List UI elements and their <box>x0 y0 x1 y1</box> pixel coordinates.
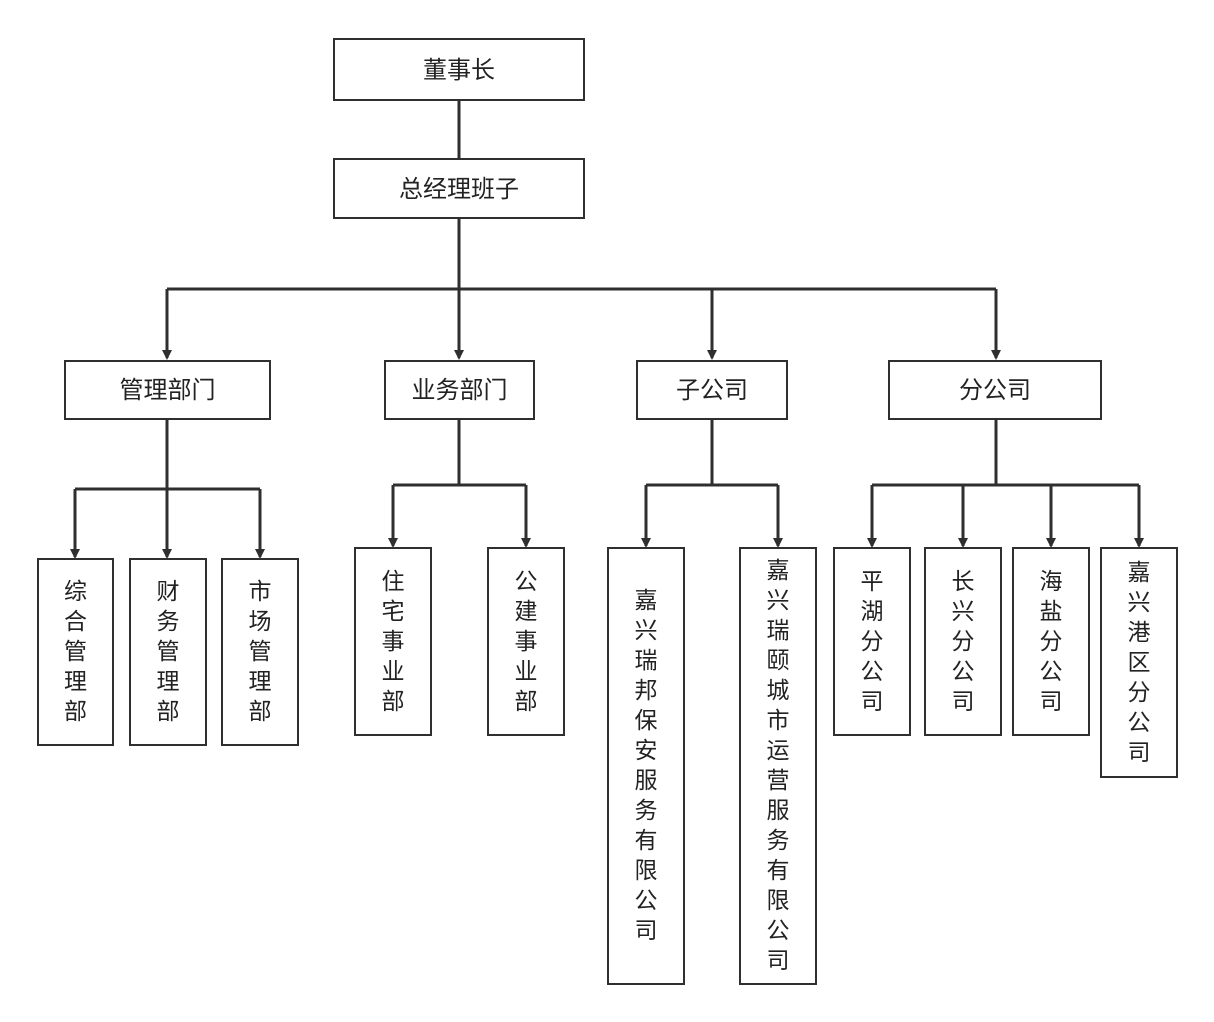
unit-box-finance-management: 财务管理部 <box>129 558 207 746</box>
unit-label-finance-management: 财务管理部 <box>156 579 180 725</box>
branch-box-branch-offices: 分公司 <box>888 360 1102 420</box>
branch-box-subsidiaries: 子公司 <box>636 360 788 420</box>
unit-box-public-building-division: 公建事业部 <box>487 547 565 736</box>
unit-label-ruiyi-city-operations: 嘉兴瑞颐城市运营服务有限公司 <box>766 558 790 974</box>
chairman-label: 董事长 <box>423 55 495 84</box>
branch-box-admin-departments: 管理部门 <box>64 360 271 420</box>
unit-box-jiaxing-port-branch: 嘉兴港区分公司 <box>1100 547 1178 778</box>
unit-label-public-building-division: 公建事业部 <box>514 568 538 715</box>
management-team-box: 总经理班子 <box>333 158 585 219</box>
branch-label-admin-departments: 管理部门 <box>119 376 216 404</box>
branch-label-branch-offices: 分公司 <box>959 376 1031 404</box>
unit-label-jiaxing-port-branch: 嘉兴港区分公司 <box>1127 559 1151 766</box>
unit-box-changxing-branch: 长兴分公司 <box>924 547 1002 736</box>
branch-box-business-departments: 业务部门 <box>384 360 535 420</box>
branch-label-business-departments: 业务部门 <box>411 376 508 404</box>
unit-label-residential-division: 住宅事业部 <box>381 568 405 715</box>
unit-box-general-management: 综合管理部 <box>37 558 114 746</box>
unit-label-changxing-branch: 长兴分公司 <box>951 568 975 715</box>
unit-label-market-management: 市场管理部 <box>248 579 272 725</box>
unit-box-ruibang-security: 嘉兴瑞邦保安服务有限公司 <box>607 547 685 985</box>
unit-box-pinghu-branch: 平湖分公司 <box>833 547 911 736</box>
management-team-label: 总经理班子 <box>399 174 519 203</box>
unit-box-haiyan-branch: 海盐分公司 <box>1012 547 1090 736</box>
unit-label-pinghu-branch: 平湖分公司 <box>860 568 884 715</box>
branch-label-subsidiaries: 子公司 <box>676 376 748 404</box>
chairman-box: 董事长 <box>333 38 585 101</box>
unit-label-haiyan-branch: 海盐分公司 <box>1039 568 1063 715</box>
unit-box-market-management: 市场管理部 <box>221 558 299 746</box>
unit-label-ruibang-security: 嘉兴瑞邦保安服务有限公司 <box>634 588 658 944</box>
unit-box-ruiyi-city-operations: 嘉兴瑞颐城市运营服务有限公司 <box>739 547 817 985</box>
unit-label-general-management: 综合管理部 <box>63 579 87 725</box>
unit-box-residential-division: 住宅事业部 <box>354 547 432 736</box>
